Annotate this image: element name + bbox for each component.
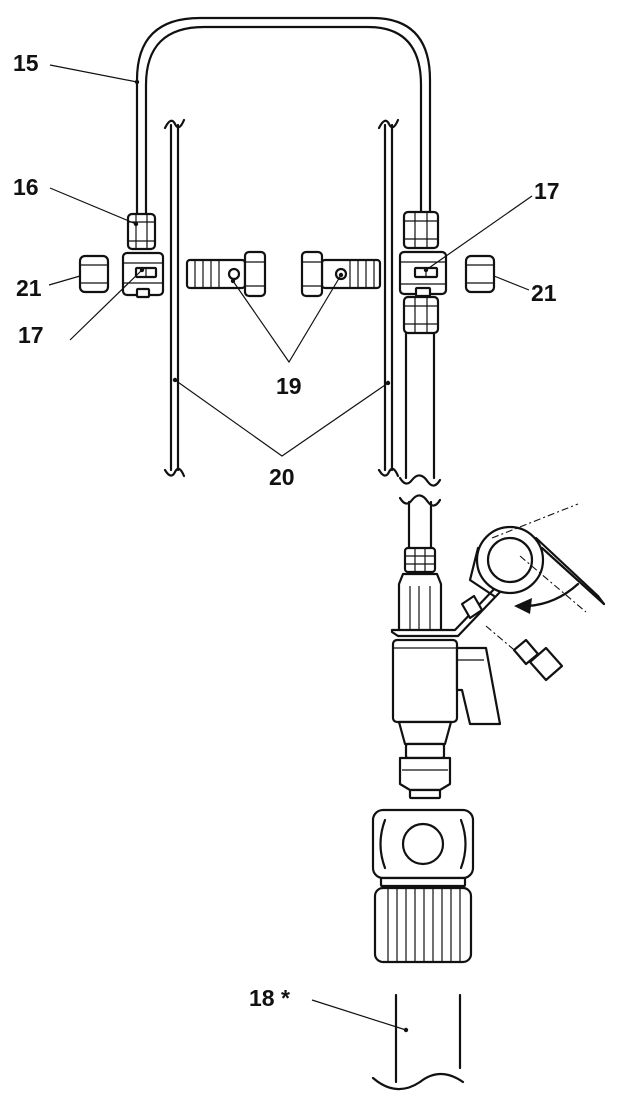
hose-18 bbox=[371, 993, 465, 1091]
clamp-17-right bbox=[398, 250, 448, 298]
leader-lines bbox=[48, 64, 533, 1031]
callout-18: 18 * bbox=[249, 985, 290, 1011]
valve-nut bbox=[403, 546, 437, 574]
callout-16: 16 bbox=[13, 174, 39, 200]
rotation-arrow bbox=[514, 582, 580, 614]
leader-dots bbox=[133, 79, 429, 1033]
nut-16-left bbox=[126, 212, 157, 251]
banjo-bolt-19-left bbox=[185, 250, 267, 298]
cap-nut-21-left bbox=[78, 254, 110, 294]
mounting-bracket bbox=[390, 503, 606, 638]
lower-tube-section bbox=[398, 331, 442, 550]
valve-body-lower bbox=[397, 720, 453, 800]
clamp-17-left bbox=[121, 251, 165, 299]
callout-17-right: 17 bbox=[534, 178, 560, 204]
rod-right-20 bbox=[377, 118, 400, 478]
valve-body-main bbox=[391, 638, 502, 726]
callout-20: 20 bbox=[269, 464, 295, 490]
nut-upper-right bbox=[402, 210, 440, 250]
coupling-ring bbox=[373, 886, 473, 964]
callout-19: 19 bbox=[276, 373, 302, 399]
nut-lower-right bbox=[402, 295, 440, 335]
screw bbox=[485, 625, 564, 682]
valve-body-upper bbox=[397, 572, 443, 634]
banjo-bolt-19-right bbox=[300, 250, 382, 298]
callout-17-left: 17 bbox=[18, 322, 44, 348]
rod-left-20 bbox=[163, 118, 186, 478]
callout-21-right: 21 bbox=[531, 280, 557, 306]
quick-coupling bbox=[371, 808, 475, 888]
callout-15: 15 bbox=[13, 50, 39, 76]
cap-nut-21-right bbox=[464, 254, 496, 294]
callout-21-left: 21 bbox=[16, 275, 42, 301]
u-tube-15 bbox=[135, 16, 432, 227]
